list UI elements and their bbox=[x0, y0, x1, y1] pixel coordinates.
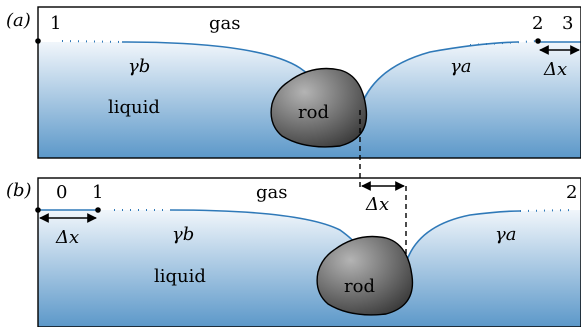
rod-label-b: rod bbox=[344, 276, 375, 297]
delta-x-label-b: Δx bbox=[55, 227, 79, 248]
panel-tag-b: (b) bbox=[6, 180, 32, 201]
point-0-marker-b bbox=[35, 207, 41, 213]
dotted-right-a bbox=[469, 40, 539, 46]
point-2-label-b: 2 bbox=[566, 182, 577, 203]
panel-tag-a: (a) bbox=[6, 10, 31, 31]
dotted-left-a bbox=[61, 40, 123, 43]
rod-a bbox=[270, 67, 368, 148]
rod-label-a: rod bbox=[298, 102, 329, 123]
delta-x-label-a: Δx bbox=[543, 59, 567, 80]
frame-a bbox=[37, 6, 581, 159]
liquid-region-b bbox=[38, 210, 581, 327]
gamma-a-label-b: γa bbox=[495, 224, 517, 245]
gamma-b-label-b: γb bbox=[172, 224, 194, 245]
point-3-label-a: 3 bbox=[562, 13, 573, 34]
liquid-label-a: liquid bbox=[108, 97, 160, 118]
interface-right-b bbox=[406, 210, 521, 261]
rod-b bbox=[316, 235, 414, 316]
panel-b: (b) gas liquid rod γb γa 0 1 2 Δx bbox=[6, 177, 581, 327]
delta-x-label-mid: Δx bbox=[365, 194, 389, 215]
frame-b bbox=[37, 177, 581, 327]
point-1-marker-a bbox=[35, 38, 41, 44]
point-1-label-a: 1 bbox=[50, 13, 61, 34]
point-2-marker-a bbox=[535, 38, 541, 44]
gas-label-a: gas bbox=[209, 13, 241, 34]
point-1-label-b: 1 bbox=[92, 182, 103, 203]
gamma-b-label-a: γb bbox=[128, 56, 150, 77]
gamma-a-label-a: γa bbox=[450, 56, 472, 77]
point-0-label-b: 0 bbox=[56, 182, 67, 203]
point-1-marker-b bbox=[95, 207, 101, 213]
point-2-label-a: 2 bbox=[532, 13, 543, 34]
gas-label-b: gas bbox=[256, 182, 288, 203]
liquid-label-b: liquid bbox=[154, 266, 206, 287]
panel-a: (a) gas liquid rod γb γa 1 2 3 Δx bbox=[6, 6, 581, 159]
